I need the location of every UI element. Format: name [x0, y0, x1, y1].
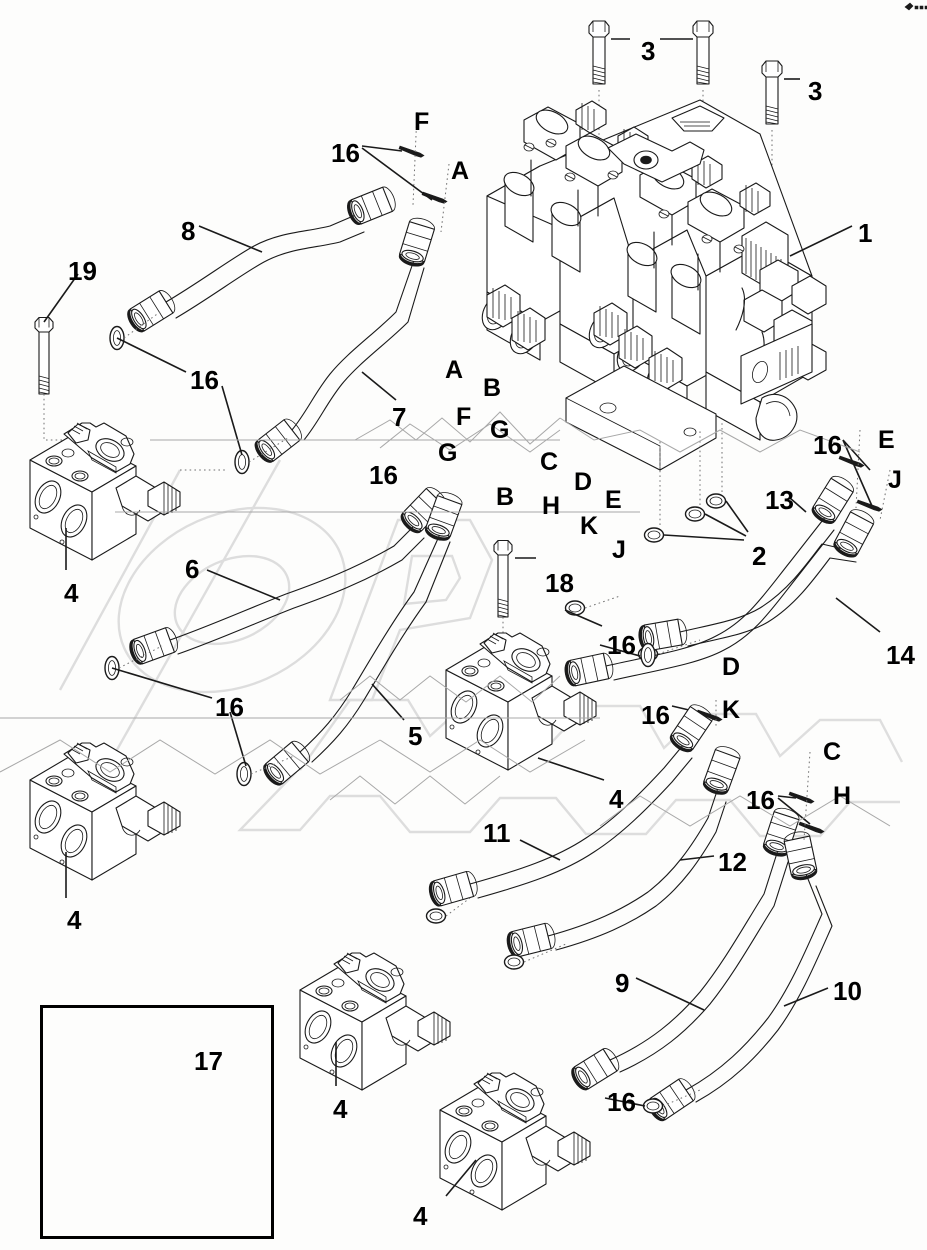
callout-K-right: K	[722, 696, 741, 724]
callout-16-H: 16	[746, 785, 775, 815]
tube-10	[643, 829, 833, 1125]
callout-16-top: 16	[331, 138, 360, 168]
callout-D-mid: D	[574, 468, 593, 496]
callout-16-K: 16	[641, 700, 670, 730]
callout-3-right: 3	[808, 76, 823, 106]
oring-16-h	[425, 908, 447, 924]
callout-11: 11	[483, 818, 511, 848]
callout-12: 12	[718, 847, 747, 877]
bolt-18	[493, 539, 513, 618]
callout-3-left: 3	[641, 36, 656, 66]
callout-G-lower: G	[438, 439, 458, 467]
oring-16-g	[503, 954, 525, 970]
block-4-middle	[445, 632, 597, 771]
tube-8	[123, 184, 399, 336]
oring-D	[640, 642, 656, 668]
callout-16-right: 16	[813, 430, 842, 460]
oring-2-a	[643, 527, 665, 543]
callout-17: 17	[194, 1046, 223, 1076]
tube-14	[636, 505, 878, 653]
callout-E-mid: E	[605, 486, 622, 514]
tube-11	[425, 700, 716, 909]
callout-16-mid-left: 16	[369, 460, 398, 490]
callout-F-mid: F	[456, 403, 472, 431]
tube-12	[504, 742, 743, 960]
block-4-mid-left	[29, 742, 181, 881]
oring-2-c	[705, 493, 727, 509]
callout-10: 10	[833, 976, 862, 1006]
callout-14: 14	[886, 640, 915, 670]
seal-A-top	[421, 191, 448, 204]
tube-5	[259, 488, 465, 790]
callout-19: 19	[68, 256, 97, 286]
callout-7: 7	[392, 402, 407, 432]
callout-C-mid: C	[540, 448, 559, 476]
block-4-bottom	[439, 1072, 591, 1211]
callout-A-top: A	[451, 157, 470, 185]
callout-E-right: E	[878, 426, 895, 454]
callout-16-left-upper: 16	[190, 365, 219, 395]
bolt-19	[34, 316, 54, 395]
corner-artifact	[904, 2, 927, 11]
callout-B-lower: B	[496, 483, 515, 511]
oring-16-i	[642, 1098, 664, 1114]
callout-A-mid: A	[445, 356, 464, 384]
callout-H-right: H	[833, 782, 852, 810]
callout-D-right: D	[722, 653, 741, 681]
callout-4-lower-mid: 4	[333, 1094, 348, 1124]
callout-K-mid: K	[580, 512, 599, 540]
watermark-opex	[58, 459, 904, 838]
callout-4-bottom: 4	[413, 1201, 428, 1231]
callout-6: 6	[185, 554, 200, 584]
bolt-3-left	[588, 20, 610, 85]
tube-6	[126, 483, 451, 667]
callout-16-left-lower: 16	[215, 692, 244, 722]
control-valve-assembly	[481, 99, 827, 471]
block-4-upper-left	[29, 422, 181, 561]
bolt-3-mid	[692, 20, 714, 85]
tube-7	[250, 214, 437, 467]
callout-8: 8	[181, 216, 196, 246]
callout-G-upper: G	[490, 416, 510, 444]
oring-16-f	[564, 600, 586, 616]
callout-H-mid: H	[542, 492, 561, 520]
callout-J-mid: J	[612, 536, 626, 564]
callout-2: 2	[752, 541, 767, 571]
callout-C-right: C	[823, 738, 842, 766]
callout-J-right: J	[888, 466, 902, 494]
callout-16-mid-right: 16	[607, 630, 636, 660]
callout-4-upper-left: 4	[64, 578, 79, 608]
callout-9: 9	[615, 968, 630, 998]
tube-9	[567, 804, 802, 1094]
callout-13: 13	[765, 485, 794, 515]
callout-1: 1	[858, 218, 873, 248]
seal-F-top	[398, 145, 425, 158]
callout-F-top: F	[414, 108, 430, 136]
callout-4-middle: 4	[609, 784, 624, 814]
callout-5: 5	[408, 721, 423, 751]
callout-18: 18	[545, 568, 574, 598]
callout-B-mid: B	[483, 374, 502, 402]
bolt-3-right	[761, 60, 783, 125]
oring-16-d	[236, 761, 252, 787]
callout-4-mid-left: 4	[67, 905, 82, 935]
oring-2-b	[684, 506, 706, 522]
block-4-lower-mid	[299, 952, 451, 1091]
callout-16-bottom: 16	[607, 1087, 636, 1117]
inset-frame-17	[40, 1005, 274, 1239]
